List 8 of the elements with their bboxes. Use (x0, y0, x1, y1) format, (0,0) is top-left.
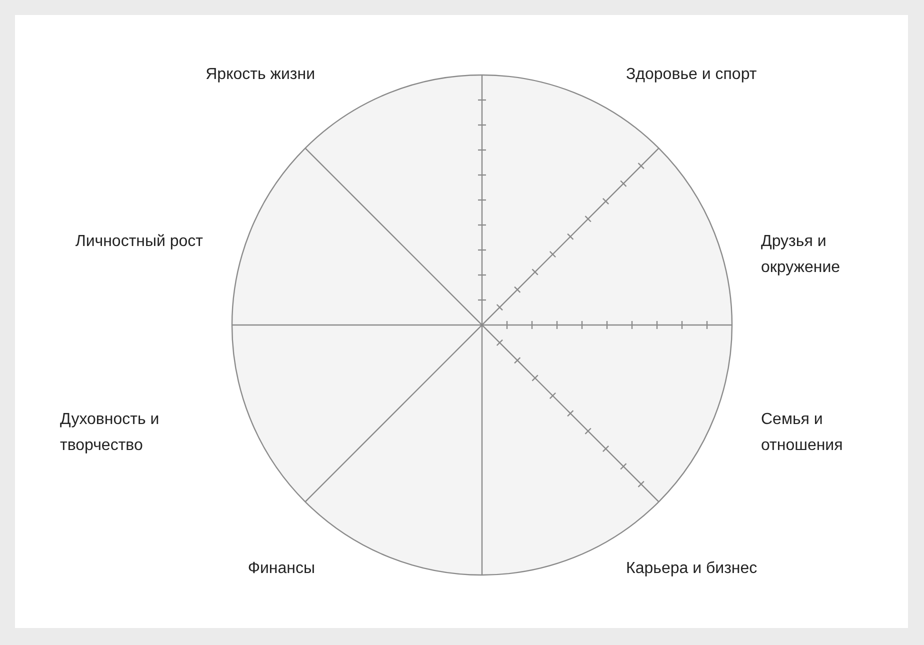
sector-label: Семья и отношения (761, 410, 844, 456)
sector-label: Карьера и бизнес (626, 559, 758, 579)
sector-label: Финансы (246, 559, 315, 579)
sector-label: Духовность и творчество (60, 410, 160, 456)
sector-label: Друзья и окружение (761, 232, 842, 278)
sector-label: Здоровье и спорт (626, 65, 758, 85)
sector-label: Яркость жизни (204, 65, 315, 85)
sector-label: Личностный рост (74, 232, 203, 252)
